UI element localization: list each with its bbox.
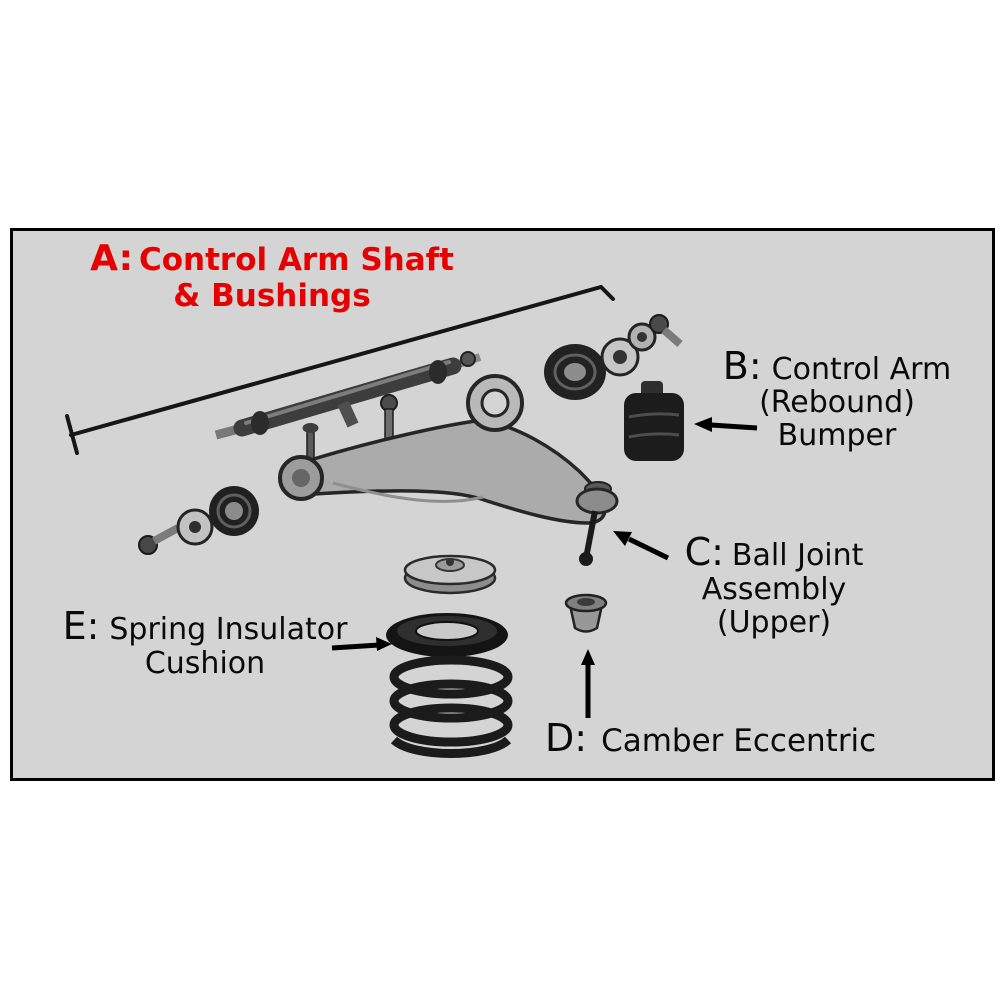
control-arm-shaft-drawing [214,351,482,440]
label-c-letter: C: [684,530,724,574]
label-a-text1: Control Arm Shaft [139,242,454,278]
upper-control-arm-drawing [278,374,607,525]
spring-retainer-disc-drawing [403,554,497,595]
arrow-to-camber-eccentric-icon [581,649,595,718]
label-c-text2: Assembly [701,571,847,607]
spring-insulator-cushion-drawing [386,613,508,657]
label-b-letter: B: [722,344,762,388]
diagram-panel: A:Control Arm Shaft & Bushings B: Control… [10,228,995,781]
label-a-text2: & Bushings [173,277,371,314]
exploded-parts-illustration [65,284,758,758]
label-e-text2: Cushion [144,645,266,681]
bracket-a-line [65,284,615,455]
label-d-text1: Camber Eccentric [601,723,877,759]
label-a-letter: A: [90,238,133,279]
camber-eccentric-drawing [564,593,608,633]
label-e-line1: E: Spring Insulator [19,607,391,647]
rebound-bumper-drawing [624,381,684,461]
label-c-ball-joint: C:Ball Joint Assembly (Upper) [649,533,899,640]
label-e-text1: Spring Insulator [109,612,348,647]
arrow-to-cushion-icon [331,637,392,651]
arm-stud-bolt-drawing [302,423,319,460]
label-b-line1: B: Control Arm [683,347,991,386]
label-c-text3: (Upper) [716,605,832,641]
shaft-mount-bolt-drawing [380,394,398,443]
ball-joint-drawing [575,481,619,566]
label-c-line1: C:Ball Joint [649,533,899,573]
shaft-bushing-top-drawing [544,314,683,400]
label-d-camber-eccentric: D: Camber Eccentric [545,719,876,759]
label-a-line1: A:Control Arm Shaft [49,241,495,279]
label-e-letter: E: [62,604,100,648]
label-e-spring-insulator: E: Spring Insulator Cushion [19,607,391,680]
shaft-bushings-left-drawing [138,486,259,555]
label-c-text1: Ball Joint [731,538,864,573]
arrow-to-ball-joint-icon [613,531,670,561]
label-a-control-arm-shaft: A:Control Arm Shaft & Bushings [49,241,495,314]
label-b-text1: Control Arm [771,352,952,387]
arrow-to-bumper-icon [694,417,758,432]
label-b-rebound-bumper: B: Control Arm (Rebound) Bumper [683,347,991,452]
label-b-text3: Bumper [777,418,897,453]
label-b-text2: (Rebound) [759,385,915,420]
coil-spring-drawing [389,655,513,758]
label-d-letter: D: [545,716,588,760]
